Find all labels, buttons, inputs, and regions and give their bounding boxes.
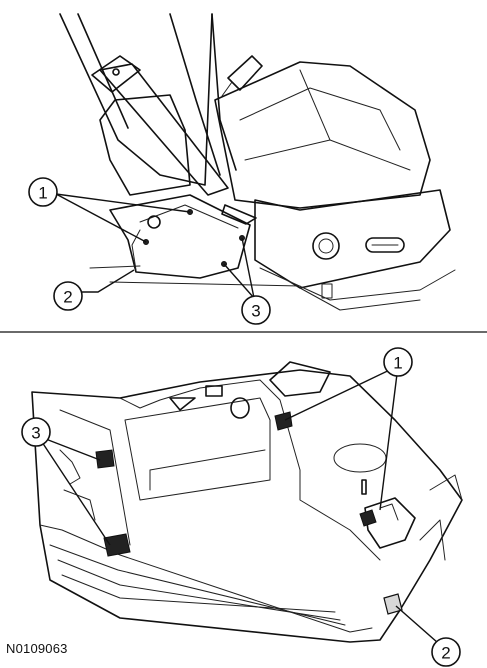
callout-bottom-2: 2 xyxy=(431,637,461,667)
bottom-panel-illustration xyxy=(31,361,463,651)
callout-top-1-label: 1 xyxy=(38,184,47,203)
retaining-clip-2 xyxy=(359,509,377,527)
leader-bottom-1b xyxy=(379,365,399,511)
shield-inner-recess xyxy=(124,397,271,501)
lower-tab-2 xyxy=(383,593,403,615)
callout-bottom-3: 3 xyxy=(21,417,51,447)
callout-bottom-1-label: 1 xyxy=(393,354,402,373)
top-panel-illustration xyxy=(55,13,456,311)
seat-back-outline xyxy=(59,13,213,186)
switch-housing xyxy=(364,497,416,549)
belt-buckle xyxy=(227,55,263,91)
callout-top-2: 2 xyxy=(53,281,83,311)
callout-top-3: 3 xyxy=(241,295,271,325)
leader-bottom-3b xyxy=(37,435,111,546)
retaining-clip-upper xyxy=(95,449,115,469)
leader-top-3a xyxy=(223,263,255,299)
leader-top-1a xyxy=(55,193,191,213)
leader-top-2 xyxy=(82,269,135,293)
side-bolster xyxy=(99,94,191,196)
track-cover xyxy=(221,204,257,225)
recliner-bolt xyxy=(147,215,161,229)
seat-switch xyxy=(365,237,405,253)
leader-top-3b xyxy=(241,237,255,299)
callout-top-3-label: 3 xyxy=(251,302,260,321)
leader-bottom-1a xyxy=(284,365,399,421)
retaining-clip-1 xyxy=(274,411,293,431)
shield-tab xyxy=(269,361,331,397)
figure-id: N0109063 xyxy=(6,641,68,656)
seat-side xyxy=(254,189,451,289)
callout-bottom-3-label: 3 xyxy=(31,424,40,443)
retaining-clip-lower xyxy=(103,533,131,557)
callout-bottom-2-label: 2 xyxy=(441,644,450,663)
seat-cushion xyxy=(214,61,431,209)
shield-shell xyxy=(31,369,463,643)
seat-side-shield xyxy=(109,194,251,279)
locator-boss xyxy=(230,397,250,419)
callout-top-2-label: 2 xyxy=(63,288,72,307)
callout-bottom-1: 1 xyxy=(383,347,413,377)
leader-top-1b xyxy=(55,193,147,243)
seat-belt-webbing xyxy=(99,63,229,196)
recliner-knob xyxy=(312,232,340,260)
callout-top-1: 1 xyxy=(28,177,58,207)
belt-guide xyxy=(91,55,141,93)
